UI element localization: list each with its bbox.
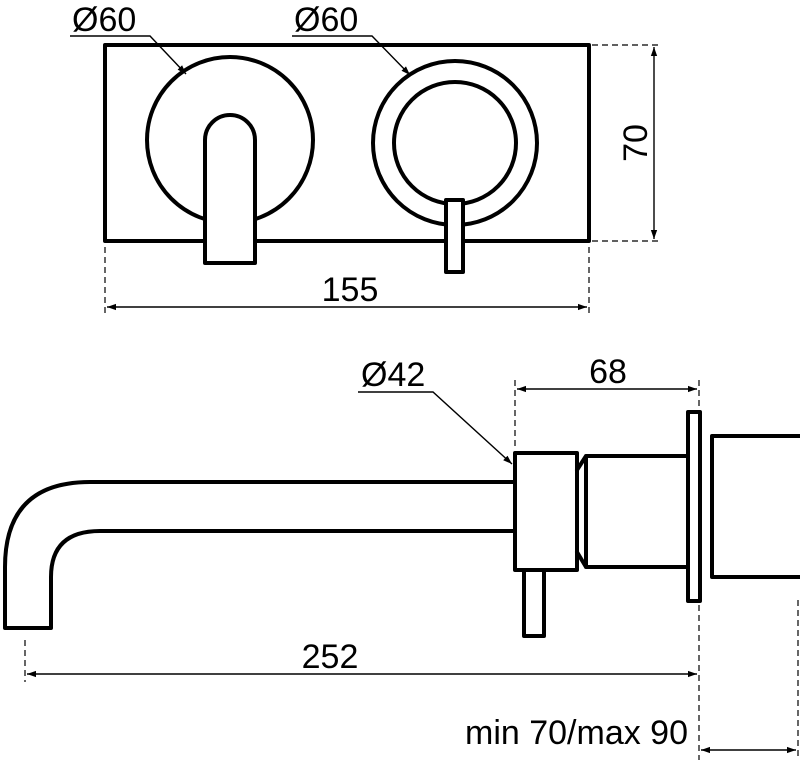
side-view: Ø42 68 252 min 70/max 90 — [3, 353, 800, 760]
leader-diameter-body — [358, 391, 513, 465]
leader-diameter-left — [70, 35, 187, 75]
label-wall-depth: min 70/max 90 — [465, 714, 688, 752]
right-knob — [444, 198, 465, 274]
side-handle — [522, 568, 546, 638]
label-diameter-left: Ø60 — [72, 1, 136, 39]
wall-box — [710, 434, 800, 579]
label-height: 70 — [617, 124, 655, 162]
flange — [686, 410, 702, 603]
left-lever — [203, 113, 257, 265]
label-width: 155 — [322, 271, 379, 309]
label-diameter-right: Ø60 — [294, 1, 358, 39]
body-front — [513, 451, 579, 572]
label-spout-length: 252 — [302, 638, 359, 676]
label-diameter-body: Ø42 — [361, 356, 425, 394]
front-view: Ø60 Ø60 70 155 — [70, 1, 662, 315]
wall-plate — [103, 43, 591, 243]
body-rear — [575, 454, 690, 569]
right-rosette-inner — [392, 80, 518, 206]
leader-diameter-right — [292, 35, 411, 76]
label-body-depth: 68 — [589, 353, 627, 391]
spout — [3, 480, 517, 630]
